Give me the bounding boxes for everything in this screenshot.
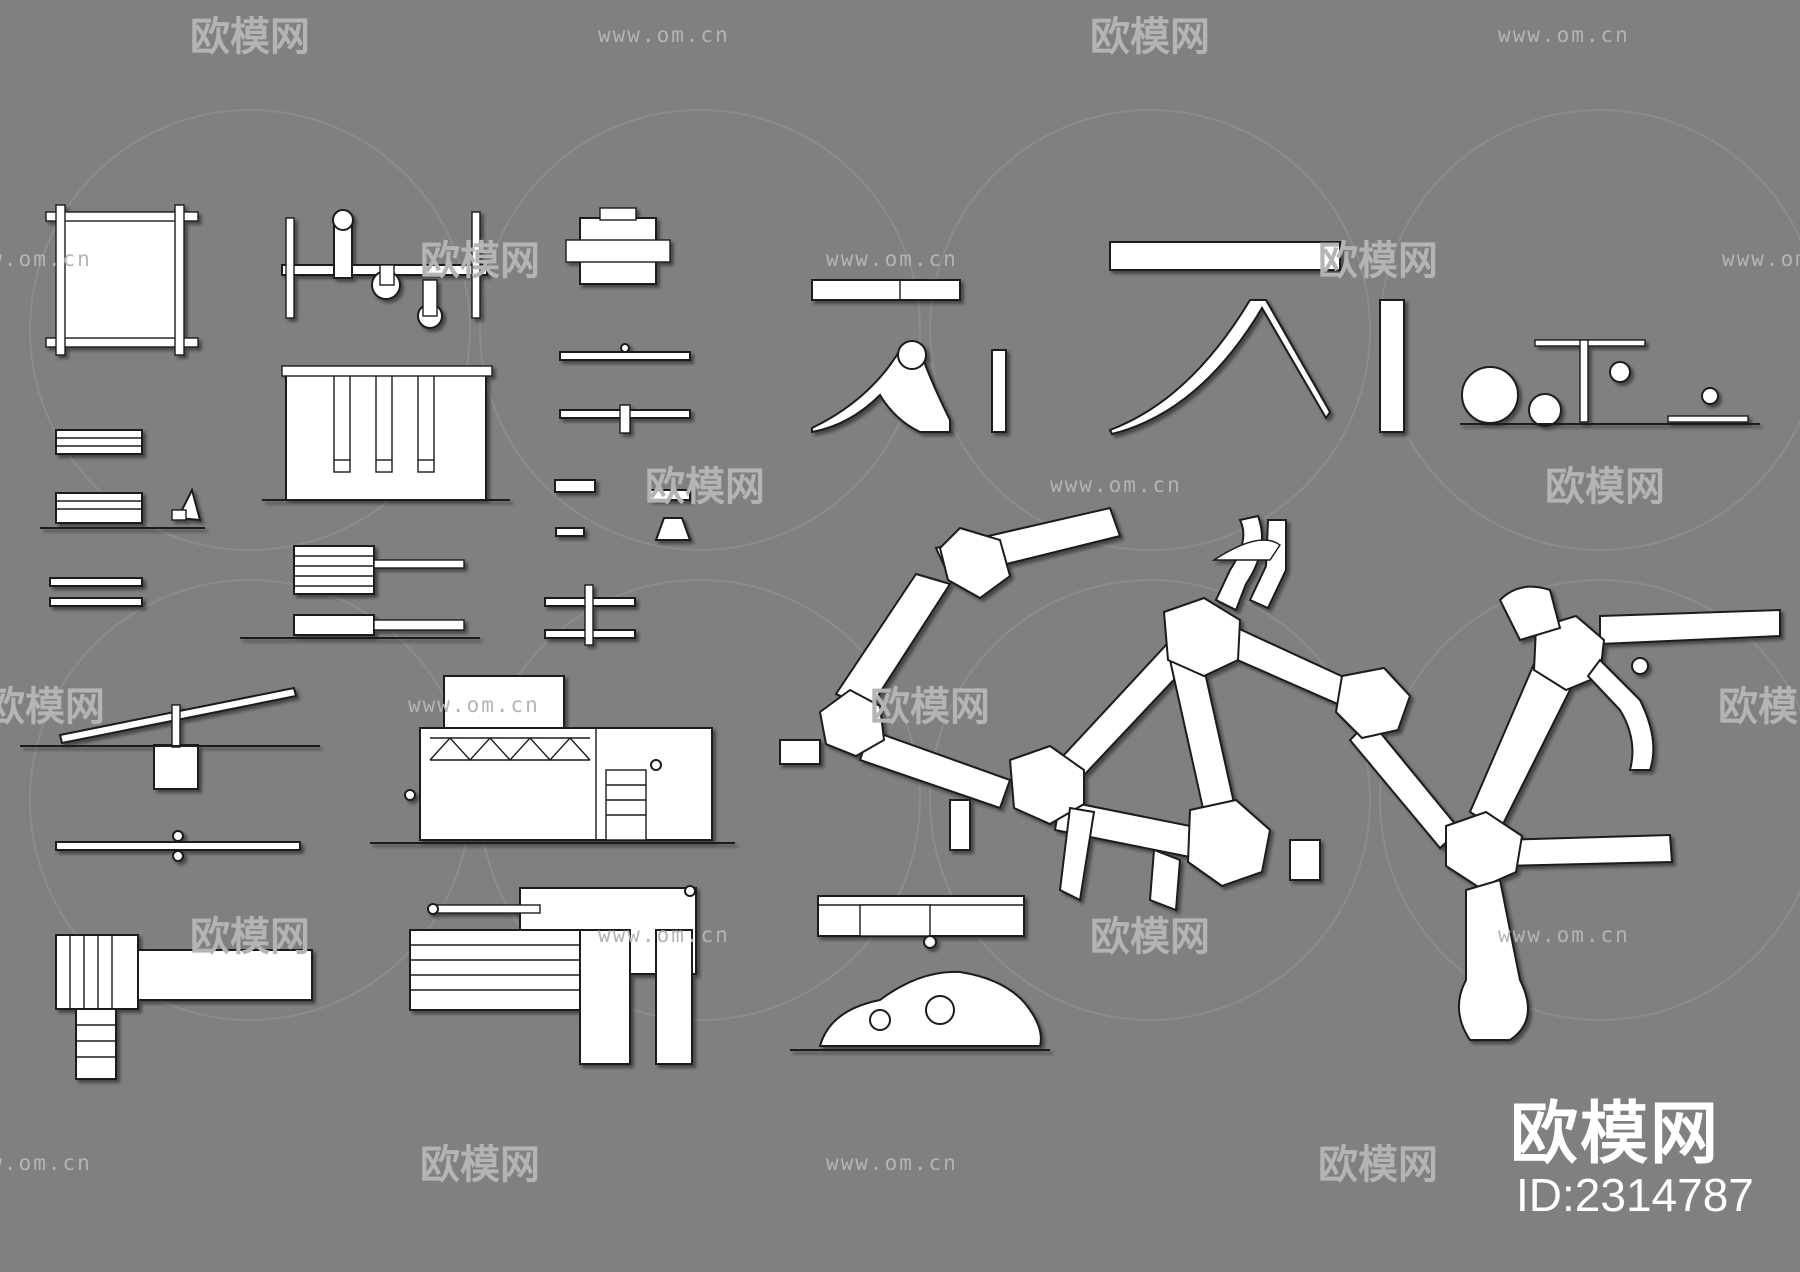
playground-master-plan [779, 506, 1781, 1041]
image-id-label: ID:2314787 [1516, 1169, 1754, 1221]
watermark-logo: 欧模网 [870, 684, 990, 730]
watermark-url: www.om.cn [598, 923, 730, 947]
watermark-url: www.om.cn [0, 247, 92, 271]
watermark-logo: 欧模网 [1318, 1142, 1438, 1188]
watermark-url: www.om.cn [598, 23, 730, 47]
watermark-logo: 欧模网 [1718, 684, 1800, 730]
watermark-logo: 欧模网 [420, 238, 540, 284]
brand-logo-text: 欧模网 [1510, 1095, 1721, 1174]
watermark-logo: 欧模网 [645, 464, 765, 510]
deck-slide-plan [55, 934, 313, 1080]
watermark-logo: 欧模网 [420, 1142, 540, 1188]
watermark-logo: 欧模网 [0, 684, 105, 730]
watermark-logo: 欧模网 [190, 14, 310, 60]
play-tower-elevation [370, 675, 735, 844]
watermark-url: www.om.cn [0, 1151, 92, 1175]
watermark-logo: 欧模网 [1545, 464, 1665, 510]
watermark-logo: 欧模网 [1090, 914, 1210, 960]
climbing-frame-plan [281, 209, 488, 329]
watermark-url: www.om.cn [408, 693, 540, 717]
seesaw-elevation [20, 686, 320, 862]
watermark-layer: 欧模网 www.om.cn 欧模网 www.om.cn www.om.cn 欧模… [0, 14, 1800, 1188]
swing-set-elevation [262, 365, 510, 501]
watermark-url: www.om.cn [1722, 247, 1800, 271]
dino-and-bridge-elevation [790, 895, 1050, 1051]
watermark-url: www.om.cn [826, 1151, 958, 1175]
watermark-url: www.om.cn [826, 247, 958, 271]
sandbox-plan [45, 204, 199, 356]
deck-plan [409, 885, 697, 1065]
watermark-logo: 欧模网 [1318, 238, 1438, 284]
watermark-url: www.om.cn [1050, 473, 1182, 497]
watermark-logo: 欧模网 [190, 914, 310, 960]
small-equipment-plans [544, 207, 692, 646]
scene-elevation [1460, 339, 1760, 427]
bench-elevations [40, 429, 205, 607]
watermark-logo: 欧模网 [1090, 14, 1210, 60]
slide-drawings [811, 241, 1405, 436]
climber-elevation [240, 545, 480, 639]
watermark-url: www.om.cn [1498, 23, 1630, 47]
watermark-url: www.om.cn [1498, 923, 1630, 947]
